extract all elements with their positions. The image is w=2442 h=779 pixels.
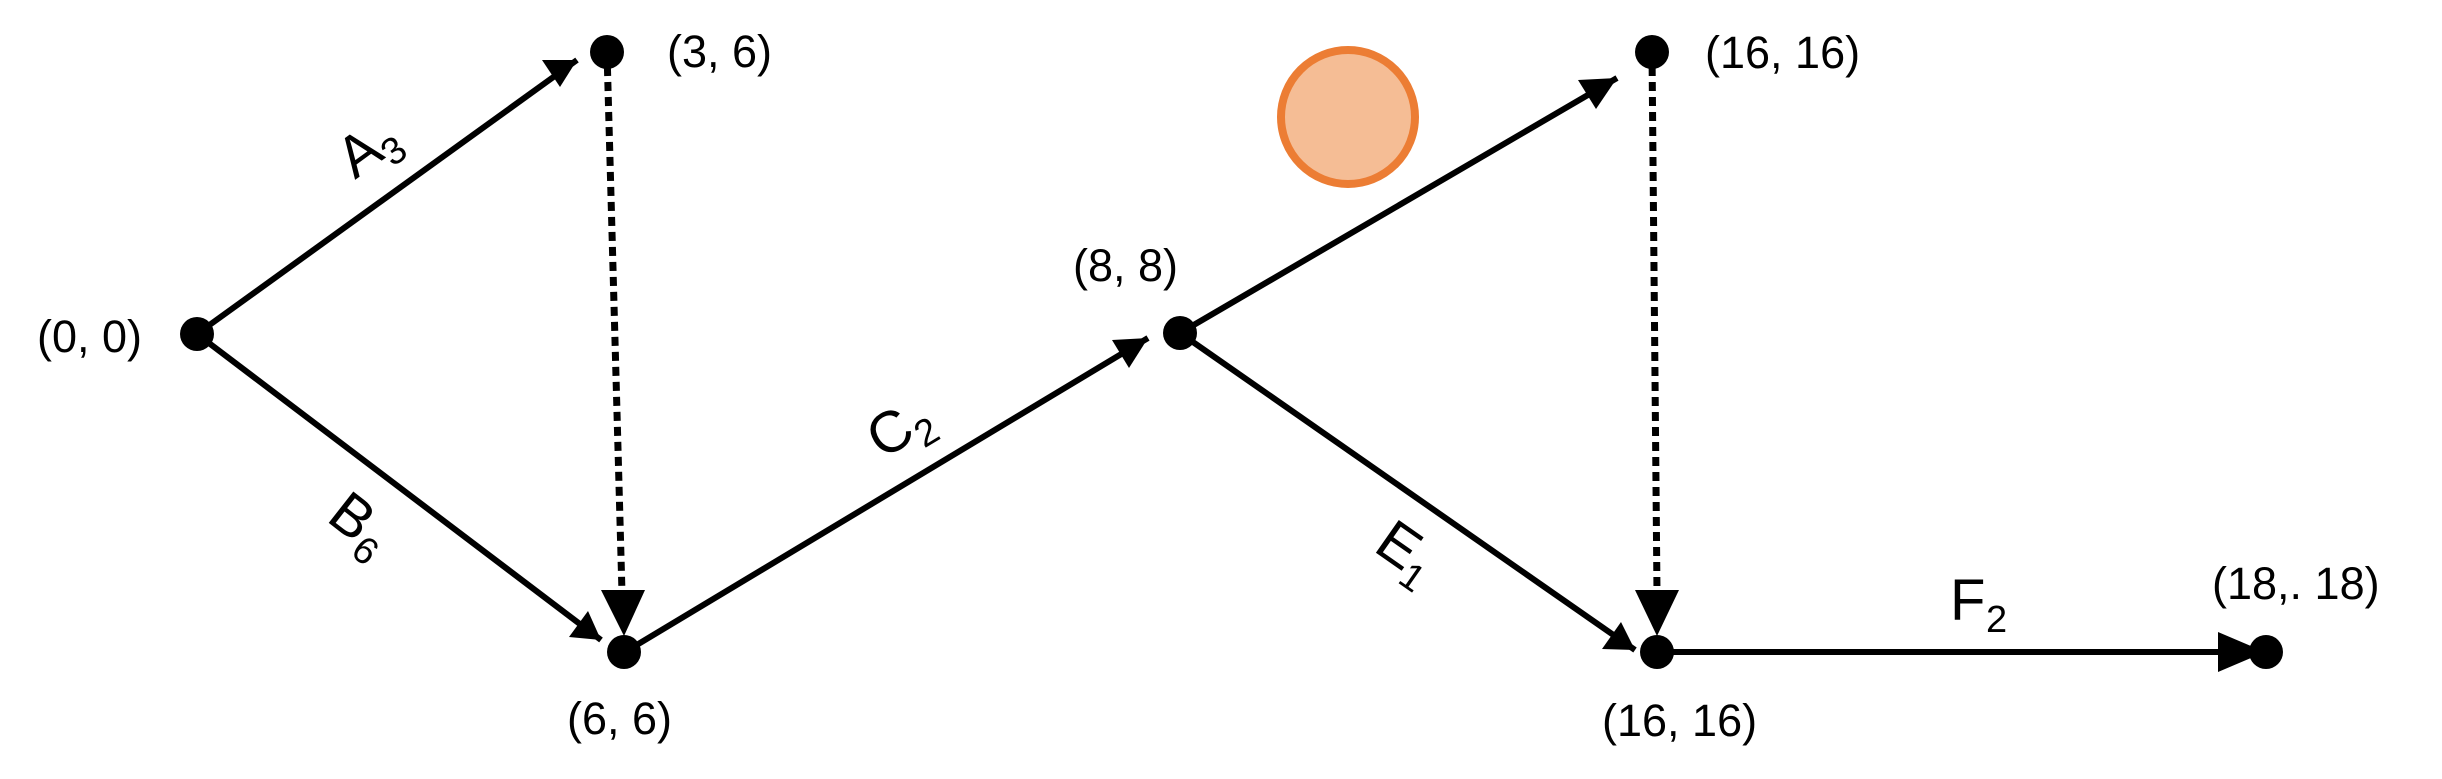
node-n7 (2249, 635, 2283, 669)
edge-g-dummy-arrowhead (601, 590, 645, 636)
edge-e-arrow (1178, 330, 1637, 653)
node-n5-label: (16, 16) (1705, 27, 1860, 78)
node-n7-label: (18,. 18) (2212, 558, 2380, 609)
edge-f-duration: 2 (1986, 599, 2007, 641)
edge-h-dummy-arrowhead (1635, 590, 1679, 636)
node-n6-label: (16, 16) (1602, 695, 1757, 746)
node-n2 (590, 35, 624, 69)
edge-e-arrowhead (1602, 622, 1635, 650)
edge-b-arrowhead (569, 611, 601, 640)
node-n2-label: (3, 6) (667, 26, 772, 77)
node-n3 (607, 635, 641, 669)
edge-f-label: F 2 (1950, 568, 2007, 641)
edge-f-arrowhead (2218, 632, 2265, 672)
edge-c-arrow (623, 335, 1150, 655)
node-n1-label: (0, 0) (37, 311, 142, 362)
edge-b-arrow (195, 331, 603, 643)
edge-c-label: C 2 (855, 394, 947, 471)
edge-d-arrowhead (1578, 78, 1617, 109)
node-n3-label: (6, 6) (567, 693, 672, 744)
node-n4-label: (8, 8) (1073, 240, 1178, 291)
edge-a-arrowhead (542, 60, 577, 87)
edge-e-label: E 1 (1365, 507, 1434, 601)
edge-f-letter: F (1950, 568, 1985, 633)
node-n5 (1635, 35, 1669, 69)
edge-c-arrowhead (1112, 338, 1148, 368)
edge-d-arrow (1178, 75, 1619, 336)
node-n6 (1640, 635, 1674, 669)
edge-a-arrow (195, 57, 579, 337)
edge-b-label: B 6 (317, 479, 388, 574)
edge-g-dummy-arrow (603, 51, 626, 594)
node-n4 (1163, 316, 1197, 350)
orange-marker-circle (1277, 46, 1419, 188)
edge-h-dummy-arrow (1648, 51, 1661, 594)
node-n1 (180, 317, 214, 351)
